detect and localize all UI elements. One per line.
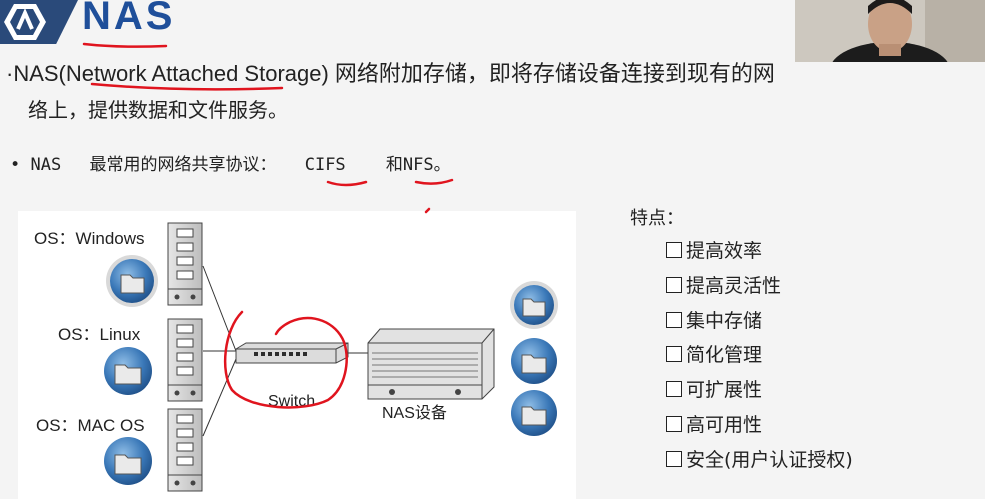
checkbox-icon	[666, 311, 682, 328]
feature-item: 提高灵活性	[666, 271, 781, 298]
features-title: 特点：	[630, 208, 684, 229]
server-icon	[167, 318, 203, 402]
folder-icon	[511, 390, 557, 436]
feature-label: 安全(用户认证授权)	[686, 449, 853, 471]
folder-icon	[511, 338, 557, 384]
nfs-text: NFS	[402, 155, 434, 175]
feature-item: 集中存储	[666, 306, 762, 333]
feature-label: 可扩展性	[686, 379, 763, 401]
page-title: NAS	[82, 0, 176, 38]
nas-device-icon	[367, 328, 495, 400]
server-icon	[167, 408, 203, 492]
feature-label: 高可用性	[686, 414, 763, 436]
feature-label: 提高效率	[686, 240, 763, 262]
feature-label: 集中存储	[686, 310, 763, 332]
feature-item: 简化管理	[666, 340, 762, 367]
feature-item: 高可用性	[666, 410, 762, 437]
feature-item: 安全(用户认证授权)	[666, 445, 853, 472]
checkbox-icon	[666, 450, 682, 467]
protocol-text: 最常用的网络共享协议：	[89, 155, 277, 175]
logo-icon	[4, 4, 46, 40]
nas-text: NAS	[30, 155, 62, 175]
checkbox-icon	[666, 345, 682, 362]
feature-label: 提高灵活性	[686, 275, 782, 297]
diagram-graphics	[104, 222, 558, 492]
presenter-image	[795, 0, 985, 62]
checkbox-icon	[666, 415, 682, 432]
feature-item: 提高效率	[666, 236, 762, 263]
feature-item: 可扩展性	[666, 375, 762, 402]
folder-icon	[104, 347, 152, 395]
switch-label: Switch	[268, 393, 316, 410]
bullet-dot: •	[10, 155, 21, 175]
and-text: 和	[385, 155, 403, 175]
os-windows-label: OS：Windows	[34, 229, 145, 248]
checkbox-icon	[666, 241, 682, 258]
nas-device-label: NAS设备	[382, 405, 447, 422]
nas-diagram: OS：Windows OS：Linux OS：MAC OS Switch NAS…	[18, 211, 576, 499]
protocol-bullet: • NAS 最常用的网络共享协议： CIFS 和NFS。	[10, 150, 451, 175]
os-linux-label: OS：Linux	[58, 325, 141, 344]
checkbox-icon	[666, 276, 682, 293]
folder-icon	[510, 281, 558, 329]
period-text: 。	[433, 155, 451, 175]
switch-icon	[235, 342, 349, 364]
definition-line-1: ·NAS(Network Attached Storage) 网络附加存储，即将…	[6, 61, 775, 86]
server-icon	[167, 222, 203, 306]
folder-icon	[106, 255, 158, 307]
definition-line-2: 络上，提供数据和文件服务。	[28, 98, 288, 122]
cifs-text: CIFS	[304, 155, 346, 175]
feature-label: 简化管理	[686, 344, 763, 366]
folder-icon	[104, 437, 152, 485]
checkbox-icon	[666, 380, 682, 397]
os-mac-label: OS：MAC OS	[36, 416, 145, 435]
webcam-video	[795, 0, 985, 62]
